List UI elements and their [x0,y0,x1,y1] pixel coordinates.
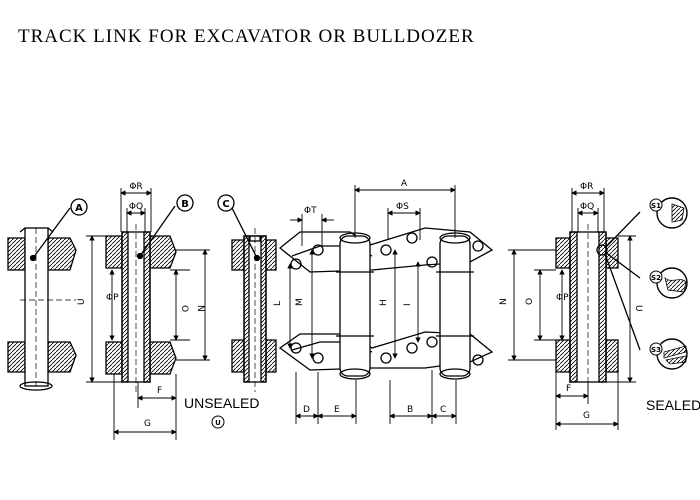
dim-d: D [303,405,310,415]
dim-phi-s: ΦS [396,202,409,212]
dim-c: C [440,405,446,415]
dim-phi-t: ΦT [304,206,317,216]
dim-u-left: U [77,298,87,305]
dim-g-left: G [144,419,151,429]
seal-detail-s2: S2 [649,267,688,299]
dim-phi-p-left: ΦP [106,293,119,303]
dim-phi-q-right: ΦQ [580,202,594,212]
svg-text:U: U [215,419,221,427]
sealed-caption: SEALED [646,397,700,413]
dim-i: I [403,303,413,306]
sealed-dimensions [508,188,636,430]
dim-h: H [379,299,389,306]
dim-phi-p-right: ΦP [556,293,569,303]
seal-detail-s1: S1 [649,197,688,229]
svg-text:S1: S1 [651,202,661,210]
dim-o-right: O [525,298,535,305]
chain-dimensions [287,185,457,424]
sealed-section-view [555,211,641,392]
dim-m: M [295,298,305,306]
dim-b: B [407,405,413,415]
svg-text:S3: S3 [651,346,661,354]
dim-e: E [334,405,340,415]
unsealed-caption: UNSEALED [184,395,259,411]
seal-detail-s3: S3 [649,338,688,370]
svg-text:B: B [181,199,189,210]
dim-n-right: N [499,298,509,305]
dim-phi-r-right: ΦR [580,182,593,192]
svg-text:A: A [75,203,83,214]
dim-n-left: N [195,305,205,312]
dim-phi-q-left: ΦQ [129,202,143,212]
dim-l: L [273,301,283,306]
svg-text:S2: S2 [651,274,661,282]
diagram-title: TRACK LINK FOR EXCAVATOR OR BULLDOZER [18,26,475,47]
svg-text:C: C [222,199,229,210]
dim-a: A [401,179,408,189]
pin-section-view [7,207,77,391]
bushing-dimensions [86,188,210,440]
dim-f-right: F [566,384,571,394]
dim-f-left: F [157,386,162,396]
unsealed-section-view [231,207,277,392]
dim-g-right: G [583,411,590,421]
callout-a: A [70,198,88,216]
bushing-section-view [105,205,177,392]
dim-u-right: U [633,305,643,312]
unsealed-mark: U [211,415,225,429]
dim-o-left: O [179,305,189,312]
callout-b: B [176,194,194,212]
dim-phi-r-left: ΦR [129,182,142,192]
callout-c: C [217,194,235,212]
